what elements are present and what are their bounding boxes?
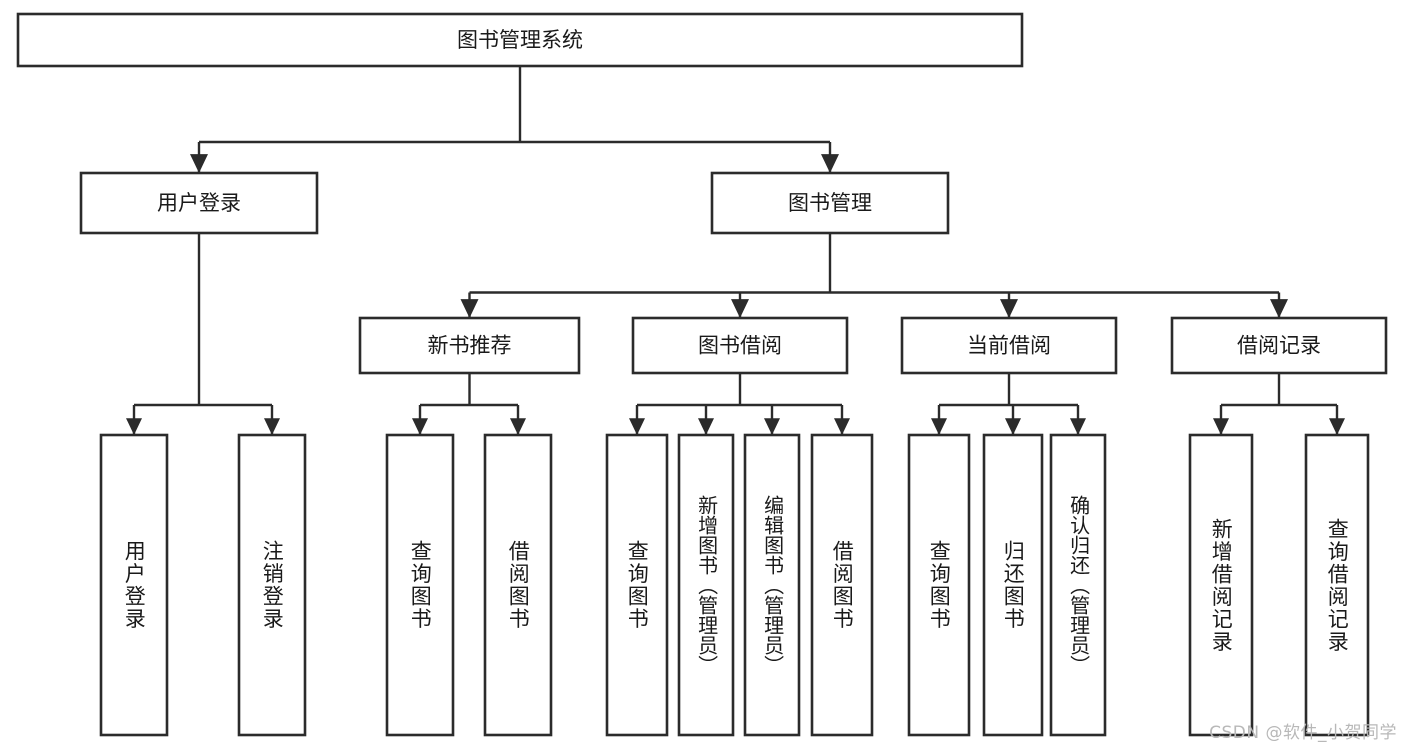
node-box-leaf-borrow-book-rec[interactable] (483, 433, 553, 737)
node-box-leaf-query-book-borrow[interactable] (605, 433, 669, 737)
node-box-leaf-query-book-rec[interactable] (385, 433, 455, 737)
node-box-leaf-add-book[interactable] (677, 433, 735, 737)
node-box-leaf-edit-book[interactable] (743, 433, 801, 737)
node-box-book-manage[interactable] (710, 171, 950, 235)
node-box-leaf-user-login[interactable] (99, 433, 169, 737)
csdn-watermark: CSDN @软件_小贺同学 (1209, 723, 1397, 743)
node-box-leaf-confirm-return[interactable] (1049, 433, 1107, 737)
node-label-current-borrow: 当前借阅 (967, 334, 1051, 358)
arrow-head-icon (764, 418, 780, 435)
node-label-user-login: 用户登录 (157, 191, 241, 215)
arrow-head-icon (1270, 299, 1288, 318)
arrow-head-icon (731, 299, 749, 318)
arrow-head-icon (510, 418, 526, 435)
node-box-leaf-query-borrow-record[interactable] (1304, 433, 1370, 737)
node-box-leaf-return-book[interactable] (982, 433, 1044, 737)
arrow-head-icon (1000, 299, 1018, 318)
arrow-head-icon (264, 418, 280, 435)
node-box-leaf-query-book-current[interactable] (907, 433, 971, 737)
node-box-new-book-recommend[interactable] (358, 316, 581, 375)
arrow-head-icon (1005, 418, 1021, 435)
node-box-user-login[interactable] (79, 171, 319, 235)
arrow-head-icon (1213, 418, 1229, 435)
node-box-leaf-add-borrow-record[interactable] (1188, 433, 1254, 737)
node-box-leaf-borrow-book[interactable] (810, 433, 874, 737)
node-box-book-borrow[interactable] (631, 316, 849, 375)
arrow-head-icon (931, 418, 947, 435)
arrow-head-icon (190, 154, 208, 173)
node-box-borrow-record[interactable] (1170, 316, 1388, 375)
node-label-book-borrow: 图书借阅 (698, 334, 782, 358)
node-label-new-book-recommend: 新书推荐 (428, 334, 512, 358)
arrow-head-icon (126, 418, 142, 435)
arrow-head-icon (629, 418, 645, 435)
arrow-head-icon (1329, 418, 1345, 435)
node-box-current-borrow[interactable] (900, 316, 1118, 375)
arrow-head-icon (834, 418, 850, 435)
node-label-borrow-record: 借阅记录 (1237, 334, 1321, 358)
arrow-head-icon (412, 418, 428, 435)
node-box-leaf-logout[interactable] (237, 433, 307, 737)
arrow-head-icon (821, 154, 839, 173)
arrow-head-icon (460, 299, 479, 318)
arrow-head-icon (698, 418, 714, 435)
node-label-book-manage: 图书管理 (788, 191, 872, 215)
arrow-head-icon (1070, 418, 1086, 435)
node-label-root: 图书管理系统 (457, 28, 583, 52)
node-box-root[interactable] (16, 12, 1024, 68)
node-box-layer (16, 12, 1388, 737)
connector-layer (126, 66, 1345, 435)
